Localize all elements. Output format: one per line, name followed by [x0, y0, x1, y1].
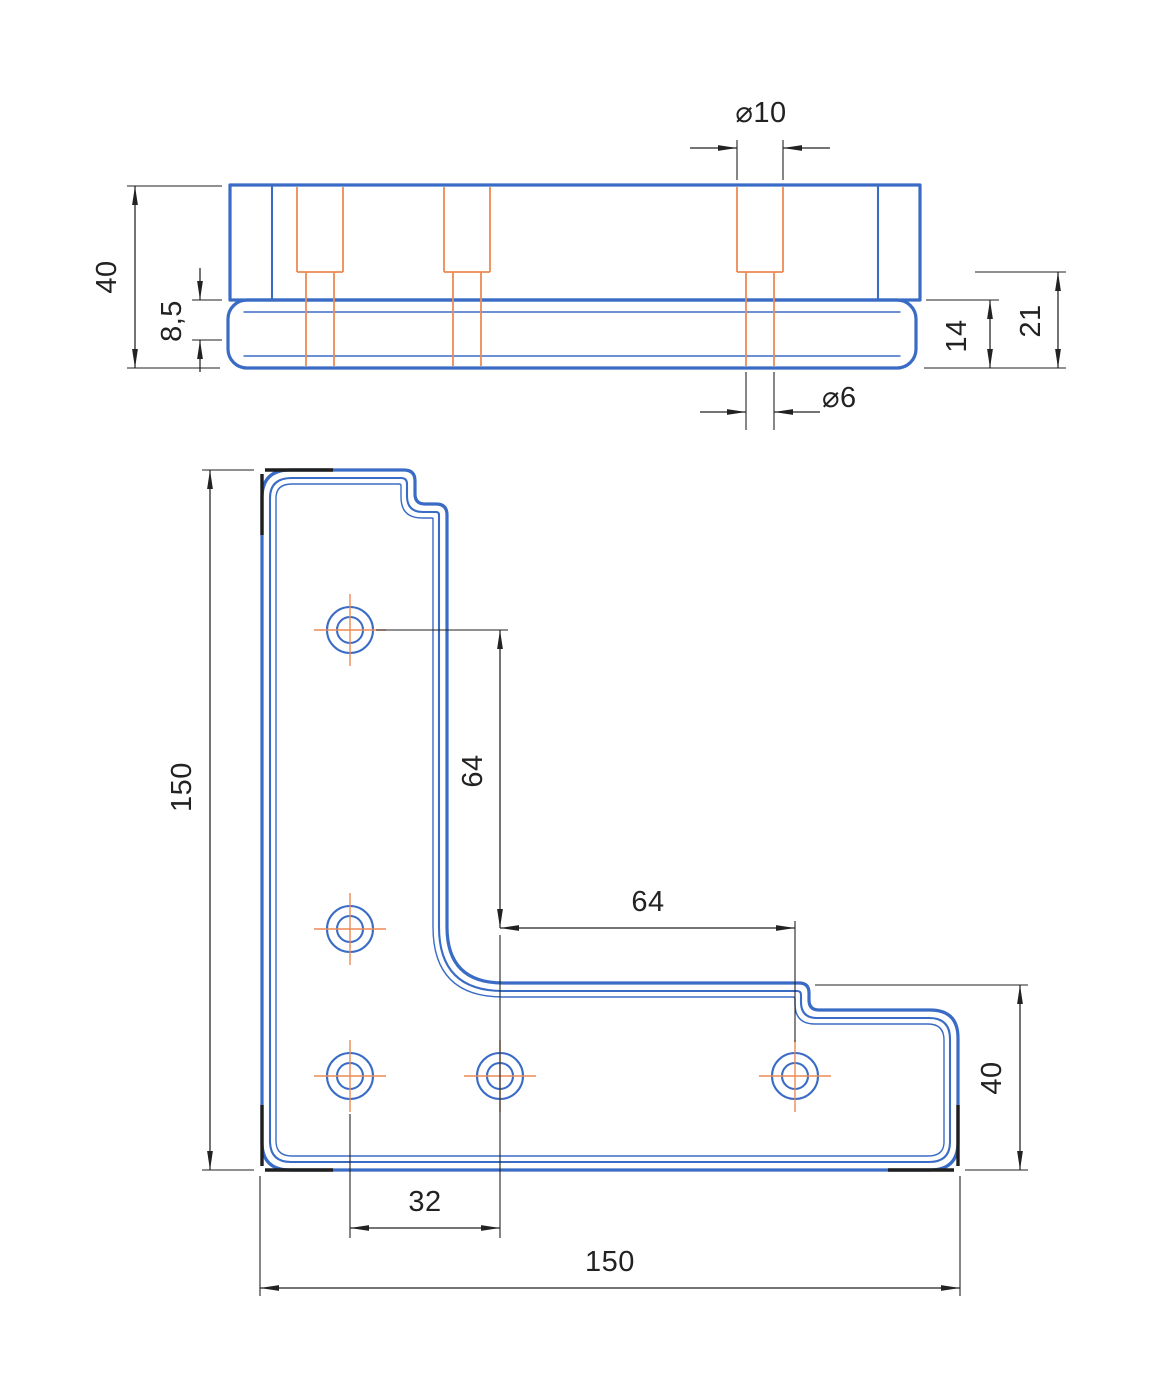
dim-counterbore-depth: 21 [975, 271, 1066, 368]
dim-through-hole-dia: ⌀6 [700, 372, 857, 430]
hole-middle [314, 893, 386, 965]
dim-edge-height: 8,5 [156, 268, 222, 372]
dim-leg-width: 40 [815, 984, 1028, 1171]
plan-outer-contour [260, 468, 960, 1172]
dim-counterbore-dia: ⌀10 [690, 97, 830, 180]
dim-plate-thickness-label: 14 [941, 319, 973, 352]
plan-edge-contour [268, 476, 952, 1164]
dim-overall-length-bottom-label: 150 [585, 1246, 635, 1278]
side-view-hidden-holes [296, 187, 784, 366]
dim-overall-length-bottom: 150 [259, 1176, 961, 1296]
dim-overall-height-label: 40 [91, 260, 123, 293]
hidden-hole-2 [443, 187, 491, 366]
dim-hole-pitch-vertical: 64 [376, 629, 508, 928]
dim-hole-pitch-horizontal: 64 [499, 886, 796, 1238]
side-view-dimensions: ⌀10 40 8,5 14 [91, 97, 1066, 430]
dim-counterbore-depth-label: 21 [1015, 304, 1047, 337]
dim-overall-height: 40 [91, 185, 222, 369]
plan-view-part-outline [260, 468, 960, 1172]
hole-top [314, 594, 386, 666]
hole-bottom-right [759, 1040, 831, 1112]
side-view-part-outline [226, 183, 922, 370]
hidden-hole-1 [296, 187, 344, 366]
plan-view-holes [314, 594, 831, 1112]
dim-through-hole-dia-label: ⌀6 [822, 382, 857, 414]
side-view-base-plate [226, 298, 918, 370]
plan-view: 150 64 64 40 [166, 468, 1028, 1296]
dim-edge-height-label: 8,5 [156, 300, 188, 342]
side-view: ⌀10 40 8,5 14 [91, 97, 1066, 430]
dim-leg-width-label: 40 [976, 1061, 1008, 1094]
dim-hole-pitch-vertical-label: 64 [457, 754, 489, 787]
dim-plate-thickness: 14 [924, 299, 1066, 369]
dim-overall-length-left: 150 [166, 469, 254, 1171]
plan-inner-contour [275, 483, 945, 1157]
plan-corner-marks [260, 468, 960, 1172]
plan-view-dimensions: 150 64 64 40 [166, 469, 1028, 1296]
dim-overall-length-left-label: 150 [166, 762, 198, 812]
dim-counterbore-dia-label: ⌀10 [735, 97, 786, 129]
dim-hole-pitch-horizontal-label: 64 [631, 886, 664, 918]
hole-bottom-left [314, 1040, 386, 1112]
dim-hole-offset-label: 32 [408, 1186, 441, 1218]
hidden-hole-3 [736, 187, 784, 366]
dim-hole-offset: 32 [349, 1114, 500, 1238]
